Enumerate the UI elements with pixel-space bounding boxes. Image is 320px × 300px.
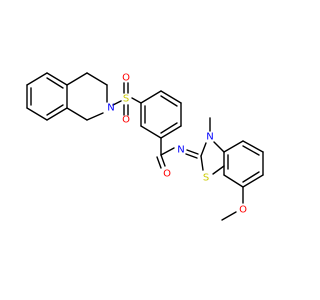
atom-s-sulfonyl: S [123,94,129,105]
bond [66,72,88,86]
atom-o-carbonyl: O [163,169,171,180]
bond [140,90,162,104]
bond [185,153,198,159]
bond [160,125,182,139]
atom-o-methoxy: O [239,205,247,216]
atom-o-sulfonyl-top: O [122,73,130,84]
bond [66,107,88,121]
bond [46,77,64,89]
bond [156,156,162,169]
bond [26,72,48,86]
bond [242,140,264,153]
molecule-structure: N S O O O N N S O [26,72,264,221]
atom-n-imine: N [177,145,184,156]
bond [213,141,225,153]
bond [160,122,178,134]
atom-n-thiazole: N [206,132,213,143]
bond [200,142,207,157]
bond [186,149,199,155]
bond [112,100,122,106]
atom-n-ring: N [107,103,114,114]
bond [26,107,48,121]
bond [46,107,68,121]
bond [160,147,175,156]
bond [131,97,142,104]
atom-s-thiazole: S [203,173,209,184]
bond [160,95,178,107]
bond [160,154,166,167]
bond [46,104,64,116]
bond [140,125,162,139]
bond [200,155,204,171]
bond [242,174,264,188]
bond [242,145,260,156]
bond [223,174,244,188]
bond [46,72,68,86]
bond [86,112,104,121]
atom-o-sulfonyl-bottom: O [122,115,130,126]
molecule-diagram: N S O O O N N S O [26,72,264,221]
bond [223,140,244,153]
bond [160,90,182,104]
bond [86,72,108,86]
bond [242,171,260,183]
bond [212,165,225,175]
bond [221,211,237,221]
